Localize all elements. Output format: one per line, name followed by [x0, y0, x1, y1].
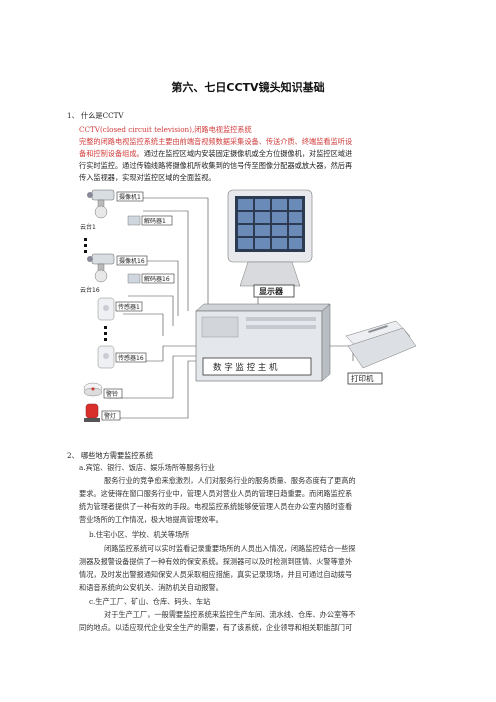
ptz16-label: 云台16 — [80, 286, 100, 294]
decoder-16-icon — [127, 273, 141, 284]
camera16-label-box — [116, 255, 148, 266]
decoder1-label-box — [141, 215, 173, 226]
section2-c-line2: 同的地点。以适应现代企业安全生产的需要，有了该系统，企业领导和相关职能部门可 — [79, 623, 353, 632]
decoder-1-icon — [127, 215, 141, 226]
section1-line4: 行实时监控。通过传输线路将摄像机所收集到的信号传至图像分配器或放大器，然后再 — [79, 161, 353, 170]
sensor-16-icon — [97, 345, 115, 369]
camera1-label: 摄像机1 — [119, 193, 141, 201]
decoder1-label: 解码器1 — [144, 217, 166, 225]
printer-label-box — [347, 372, 383, 385]
system-composition-black: 通过在监控区域内安装固定摄像机或全方位摄像机，对监控区域进 — [143, 149, 353, 158]
camera-16-icon — [87, 253, 115, 283]
sensor-1-icon — [97, 297, 115, 321]
section2-a-line4: 营业场所的工作情况，极大地提高管理效率。 — [79, 515, 223, 524]
section2-a-title: a.宾馆、银行、饭店、娱乐场所等服务行业 — [79, 463, 215, 472]
camera1-label-box — [116, 191, 144, 202]
printer-icon — [345, 320, 417, 369]
system-composition-red-tail: 备和控制设备组成。 — [79, 149, 144, 158]
decoder16-label-box — [141, 273, 175, 284]
alarm-label-box — [103, 388, 123, 399]
section2-a-line3: 统为管理者提供了一种有效的手段。电视监控系统能够使管理人员在办公室内随时查看 — [79, 502, 353, 511]
section1-line5: 传入监视器，实现对监控区域的全面监视。 — [79, 173, 216, 182]
monitor-icon — [227, 189, 313, 287]
host-label-box — [202, 357, 312, 376]
decoder16-label: 解码器16 — [144, 275, 170, 283]
camera-1-icon — [87, 189, 115, 219]
section2-b-line1: 闭路监控系统可以实时监看记录重要场所的人员出入情况，闭路监控结合一些探 — [104, 544, 356, 553]
section2-b-title: b.住宅小区、学校、机关等场所 — [89, 530, 190, 539]
display-label-box — [253, 284, 295, 298]
system-composition-line2: 备和控制设备组成。通过在监控区域内安装固定摄像机或全方位摄像机，对监控区域进 — [79, 148, 352, 160]
camera16-label: 摄像机16 — [119, 257, 145, 265]
ellipsis-dots-2 — [104, 326, 107, 341]
alarm-bell-icon — [83, 382, 103, 397]
ellipsis-dots — [84, 238, 87, 253]
alarm-label: 警铃 — [106, 390, 118, 398]
cctv-definition: CCTV(closed circuit television),闭路电视监控系统 — [79, 125, 252, 134]
section2-c-title: c.生产工厂、矿山、仓库、码头、车站 — [89, 597, 211, 606]
section2-a-line1: 服务行业的竞争愈来愈激烈，人们对服务行业的服务质量、服务态度有了更高的 — [104, 476, 356, 485]
sensor1-label-box — [115, 301, 143, 312]
section1-heading: 1、 什么是CCTV — [67, 111, 124, 120]
display-label: 显示器 — [259, 287, 284, 296]
section2-heading: 2、 哪些地方需要监控系统 — [67, 451, 153, 460]
page-title: 第六、七日CCTV镜头知识基础 — [171, 81, 325, 94]
sensor1-label: 传感器1 — [118, 303, 140, 311]
section2-a-line2: 要求。这使得在窗口服务行业中，管理人员对营业人员的管理日趋重要。而闭路监控系 — [79, 489, 353, 498]
section2-c-line1: 对于生产工厂，一般需要监控系统来监控生产车间、流水线、仓库、办公室等不 — [104, 610, 356, 619]
section2-b-line4: 和语音系统向公安机关、消防机关自动报警。 — [79, 583, 223, 592]
ptz1-label: 云台1 — [80, 223, 96, 231]
diagram-svg: 摄像机1 云台1 解码器1 摄像机16 解码器16 云台16 — [80, 189, 417, 422]
host-label: 数 字 监 控 主 机 — [213, 362, 278, 373]
section2-b-line2: 测器及报警设备提供了一种有效的保安系统。探测器可以及时检测到匪情、火警等意外 — [79, 557, 353, 566]
section2-b-line3: 情况，及时发出警报通知保安人员采取相应措施，真实记录现场，并且可通过自动拨号 — [79, 570, 353, 579]
sensor16-label-box — [115, 352, 147, 363]
warnlight-label-box — [101, 410, 121, 421]
warnlight-label: 警灯 — [104, 412, 116, 420]
printer-label: 打印机 — [351, 373, 374, 383]
warning-light-icon — [84, 403, 100, 422]
cctv-system-diagram: 摄像机1 云台1 解码器1 摄像机16 解码器16 云台16 — [78, 186, 438, 426]
system-composition-line1: 完整的闭路电视监控系统主要由前端音视频数据采集设备、传送介质、终端监看监听设 — [79, 137, 353, 146]
sensor16-label: 传感器16 — [118, 354, 144, 362]
